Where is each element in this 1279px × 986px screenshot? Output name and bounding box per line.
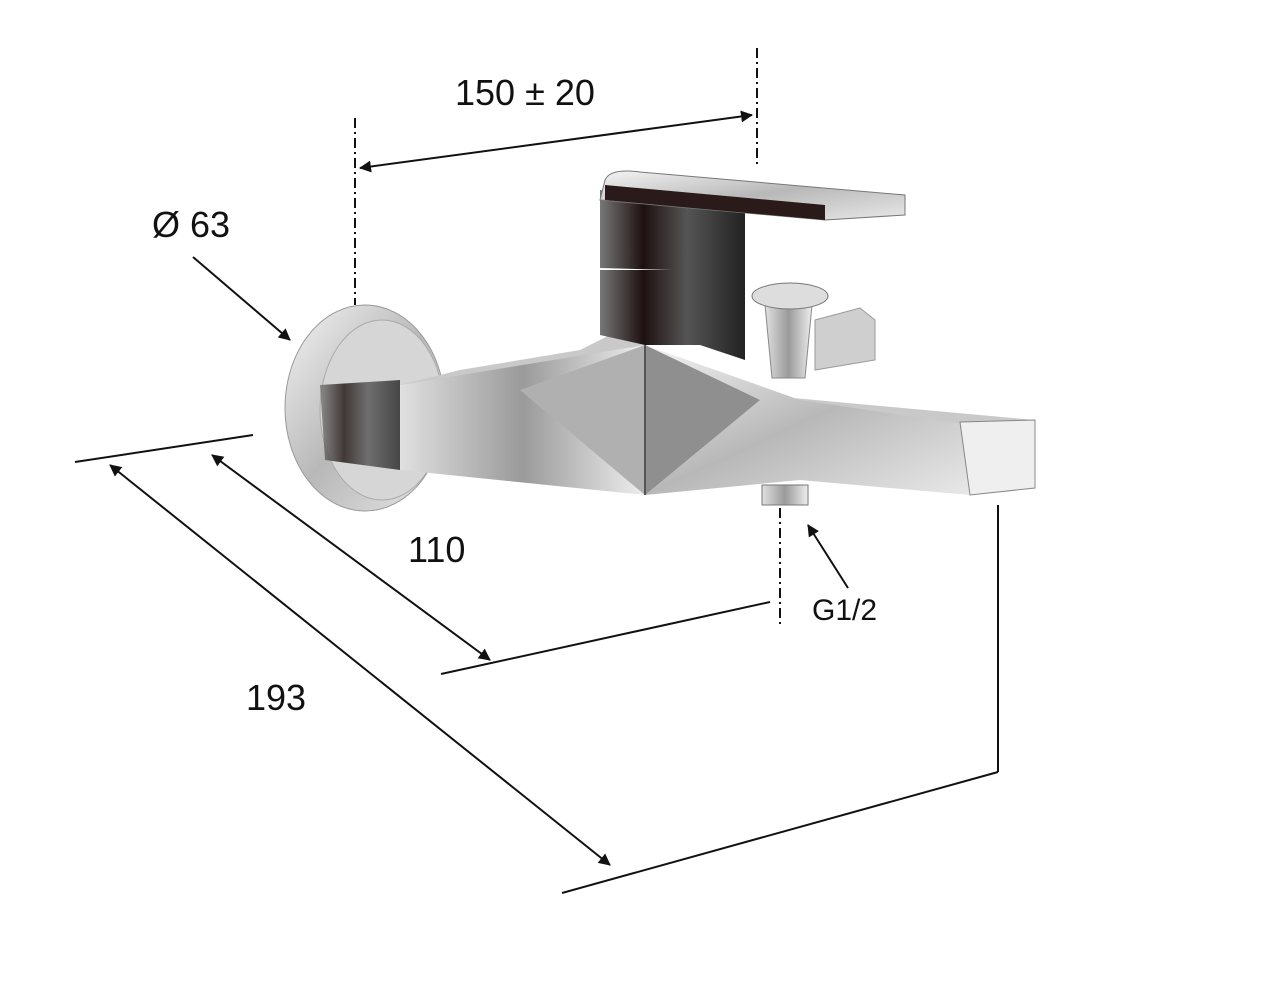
diverter-knob xyxy=(751,282,829,310)
outlet xyxy=(761,484,809,506)
dim-63-leader xyxy=(192,256,291,341)
dimension-lines xyxy=(74,48,999,894)
dim-110-arrow xyxy=(211,454,491,661)
dim-label-150: 150 ± 20 xyxy=(455,72,595,113)
dim-193-arrow xyxy=(109,464,611,866)
cartridge xyxy=(600,190,745,272)
g12-leader xyxy=(807,524,849,589)
dim-150-arrow xyxy=(359,110,753,173)
body-left-facet xyxy=(520,345,645,495)
dim-label-g12: G1/2 xyxy=(812,594,878,627)
neck xyxy=(600,270,745,360)
connector xyxy=(320,380,400,470)
dim-label-110: 110 xyxy=(408,529,466,570)
spout-front xyxy=(959,419,1036,496)
diverter-stem xyxy=(764,304,813,379)
body-right-face xyxy=(645,345,970,495)
spout-extension-line xyxy=(561,771,999,894)
spout-back xyxy=(814,307,876,371)
faucet-illustration xyxy=(284,170,1036,512)
outlet-extension-line xyxy=(440,601,771,675)
dim-label-diameter: Ø 63 xyxy=(152,204,231,245)
body-right-facet xyxy=(645,345,760,495)
dim-label-193: 193 xyxy=(246,677,307,718)
wall-extension-line xyxy=(74,434,254,463)
